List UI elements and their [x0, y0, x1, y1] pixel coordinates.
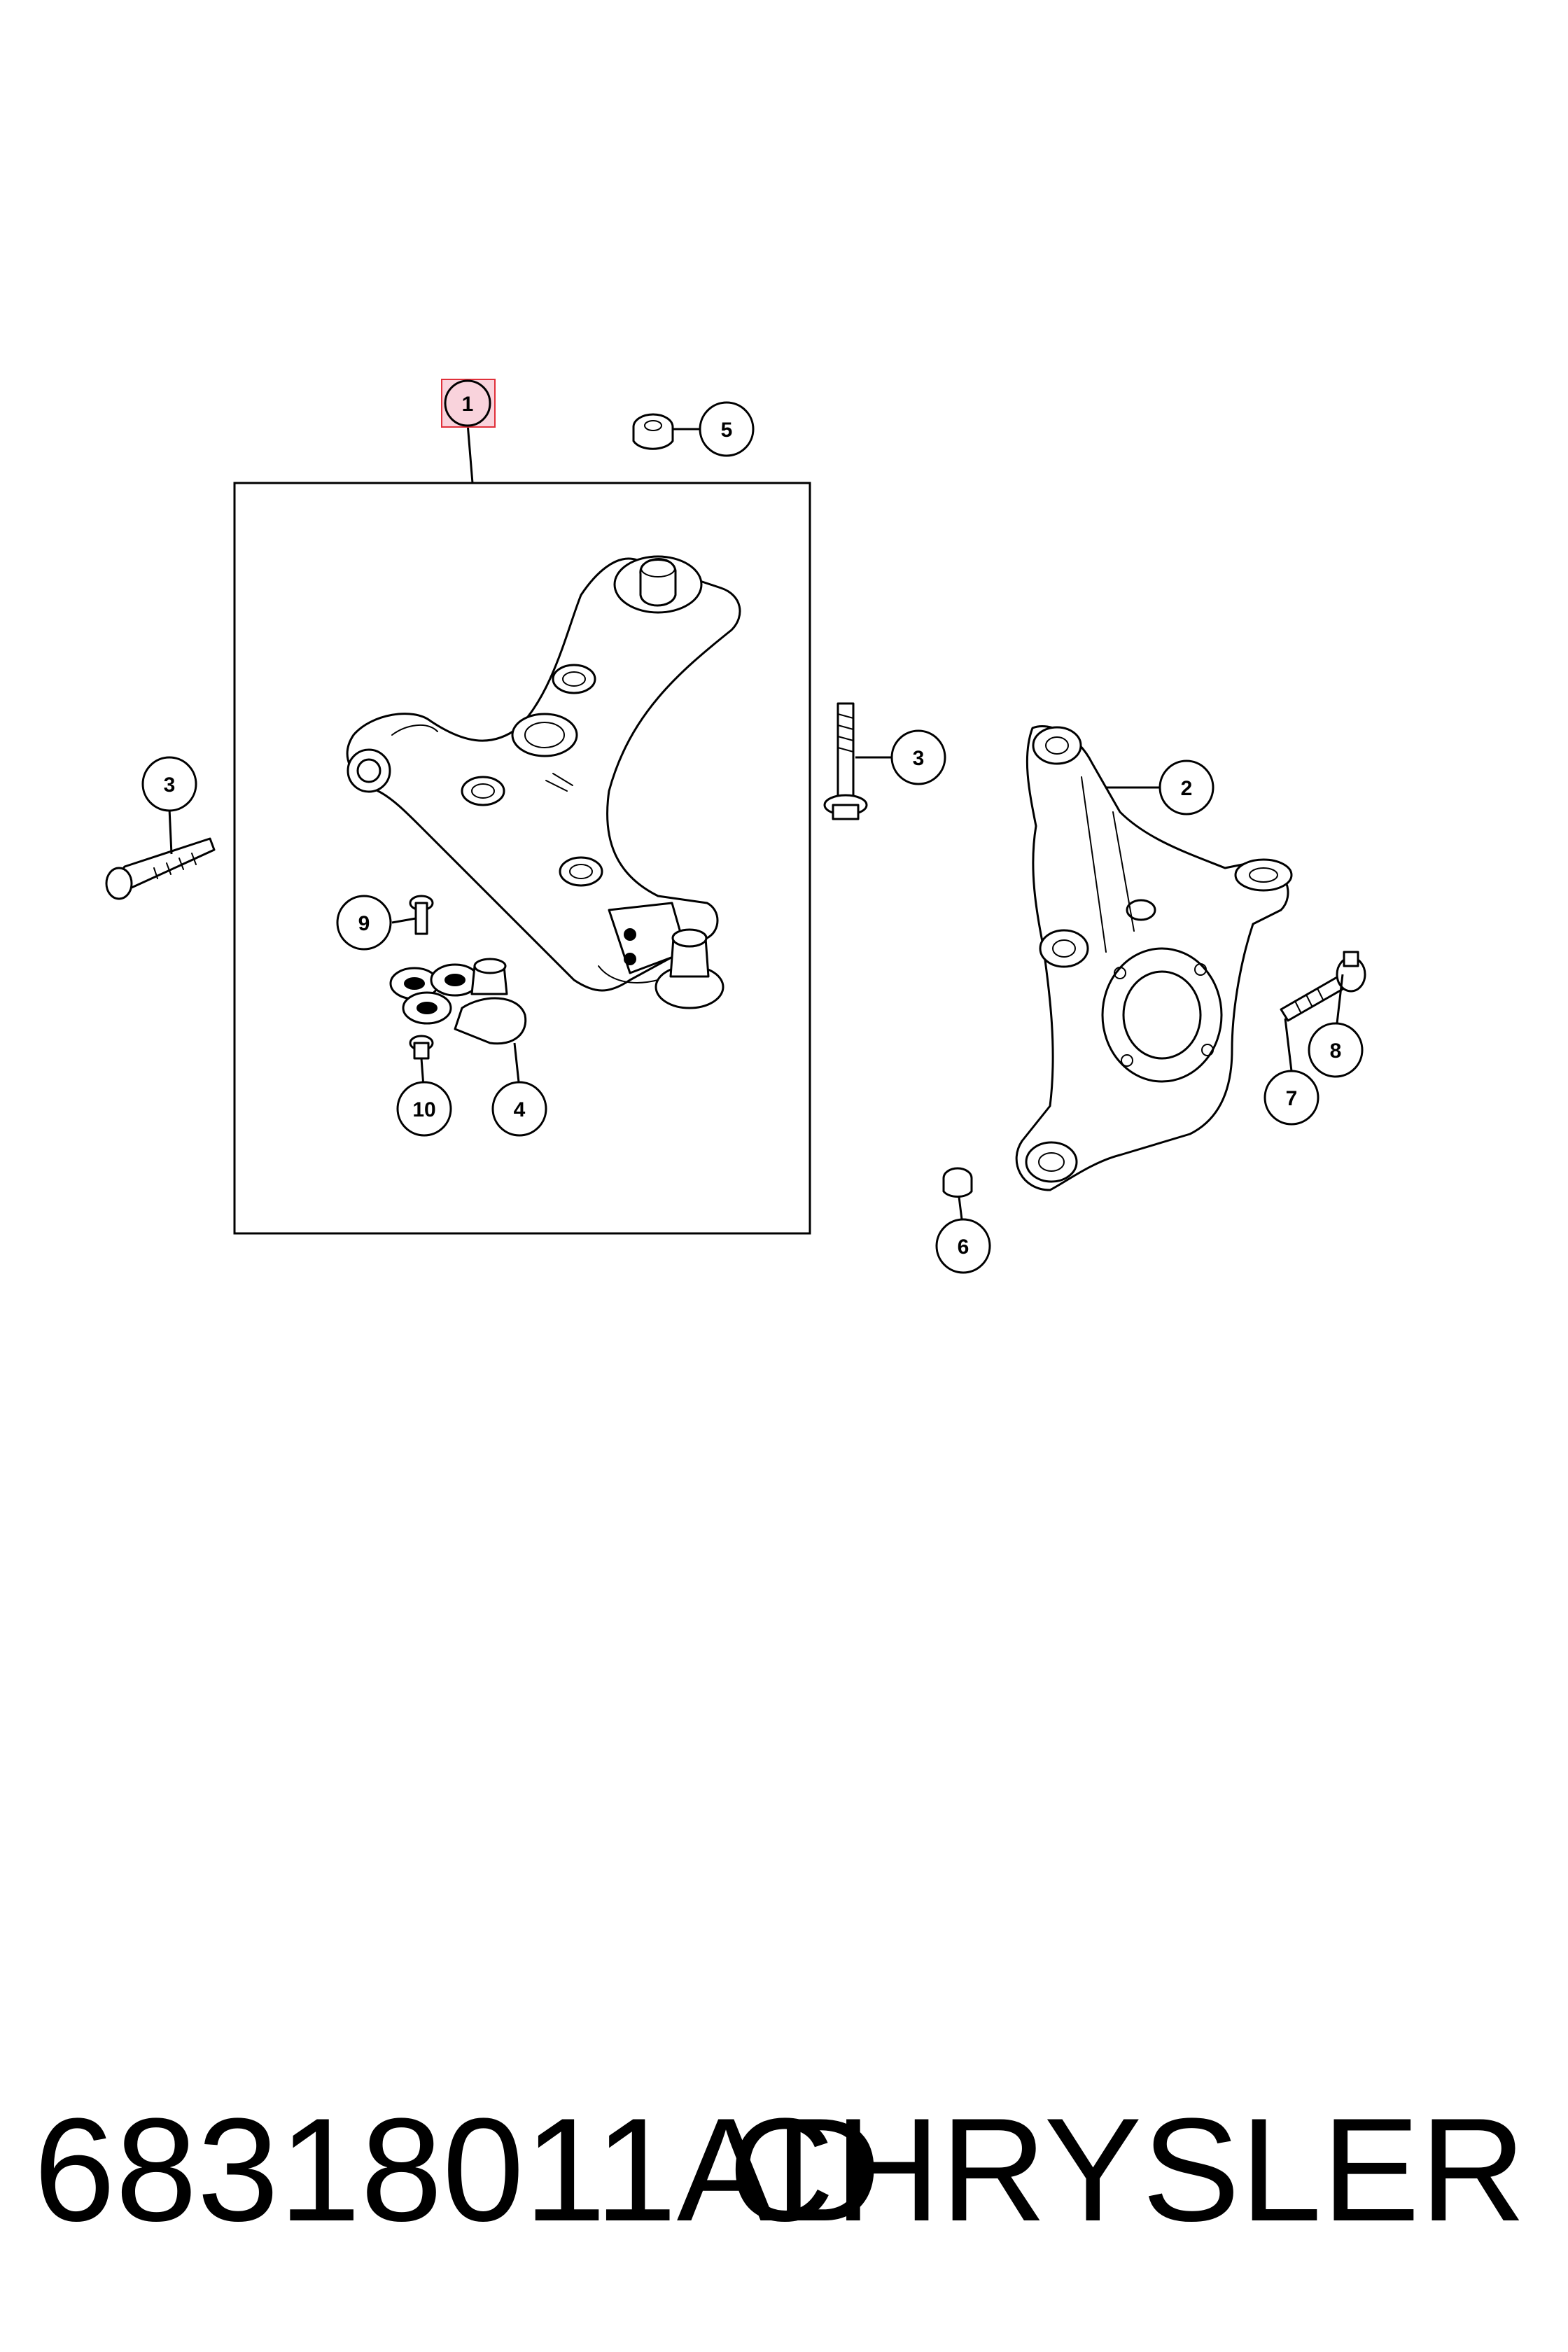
bushing-nut[interactable] [632, 413, 700, 450]
callout-3-left[interactable]: 3 [141, 756, 197, 812]
knuckle-nut[interactable] [942, 1167, 973, 1220]
callout-4-label: 4 [514, 1098, 526, 1121]
callout-9-label: 9 [358, 912, 370, 935]
callout-10-label: 10 [412, 1098, 435, 1121]
callout-5[interactable]: 5 [699, 401, 755, 457]
front-pivot-bolt[interactable] [105, 808, 216, 900]
callout-1-leader [466, 423, 474, 484]
knuckle-bolt[interactable] [1280, 951, 1366, 1072]
part-number: 68318011AD [34, 2087, 881, 2252]
callout-4[interactable]: 4 [491, 1081, 547, 1137]
callout-6-label: 6 [958, 1236, 969, 1259]
callout-9[interactable]: 9 [336, 895, 392, 951]
callout-3-right-label: 3 [913, 747, 925, 770]
callout-3-left-label: 3 [164, 774, 176, 797]
lower-control-arm[interactable] [346, 555, 741, 1009]
steering-knuckle[interactable] [1015, 724, 1293, 1191]
callout-1-label: 1 [462, 393, 474, 416]
callout-2-label: 2 [1181, 777, 1193, 800]
footer: 68318011AD CHRYSLER [0, 2086, 1568, 2254]
ball-joint[interactable] [389, 958, 527, 1089]
brand-name: CHRYSLER [728, 2087, 1526, 2252]
callout-3-right[interactable]: 3 [890, 729, 946, 785]
callout-7[interactable]: 7 [1264, 1070, 1320, 1126]
callout-2[interactable]: 2 [1158, 760, 1214, 816]
callout-10[interactable]: 10 [396, 1081, 452, 1137]
callout-8[interactable]: 8 [1308, 1022, 1364, 1078]
callout-6[interactable]: 6 [935, 1218, 991, 1274]
callout-7-label: 7 [1286, 1087, 1298, 1110]
control-arm-assembly-frame [233, 482, 811, 1235]
callout-8-label: 8 [1330, 1040, 1342, 1063]
callout-5-label: 5 [721, 419, 733, 442]
rear-pivot-bolt[interactable] [823, 702, 892, 820]
ball-joint-bolt[interactable] [391, 895, 434, 935]
callout-1[interactable]: 1 [441, 379, 496, 428]
ball-joint-nut[interactable] [409, 1035, 434, 1087]
